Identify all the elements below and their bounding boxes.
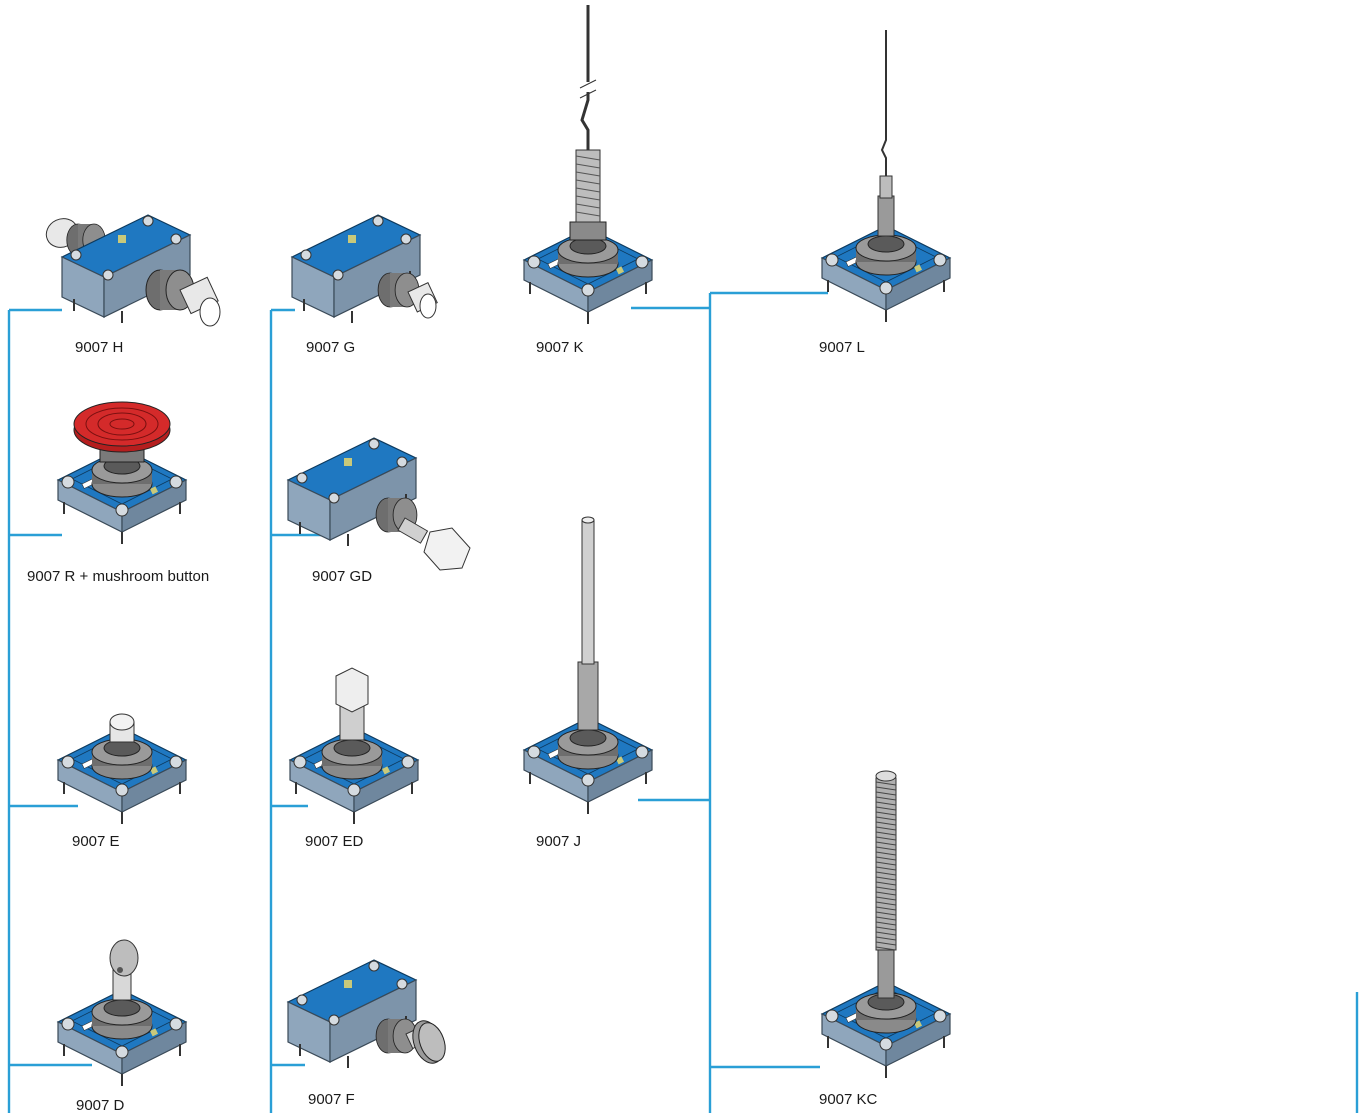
label-9007-g: 9007 G — [306, 339, 355, 356]
product-9007-e[interactable] — [58, 714, 186, 824]
product-9007-kc[interactable] — [822, 771, 950, 1078]
limit-switch-wobble-wire-icon — [822, 30, 950, 322]
product-9007-j[interactable] — [524, 517, 652, 814]
label-9007-e: 9007 E — [72, 833, 120, 850]
product-9007-g[interactable] — [292, 215, 437, 323]
limit-switch-coil-spring-icon — [822, 771, 950, 1078]
limit-switch-side-plunger-icon — [292, 215, 437, 323]
label-9007-gd: 9007 GD — [312, 568, 372, 585]
product-9007-r[interactable] — [58, 402, 186, 544]
limit-switch-side-roller-icon — [288, 960, 450, 1068]
product-9007-h[interactable] — [42, 214, 220, 326]
label-9007-h: 9007 H — [75, 339, 123, 356]
product-9007-ed[interactable] — [290, 668, 418, 824]
label-9007-kc: 9007 KC — [819, 1091, 877, 1108]
limit-switch-wobble-stick-icon — [524, 5, 652, 324]
label-9007-r: 9007 R + mushroom button — [27, 568, 209, 585]
connector-lines — [9, 293, 1357, 1113]
limit-switch-top-plunger-icon — [58, 714, 186, 824]
product-9007-k[interactable] — [524, 5, 652, 324]
label-9007-ed: 9007 ED — [305, 833, 363, 850]
product-9007-l[interactable] — [822, 30, 950, 322]
limit-switch-top-adjustable-icon — [290, 668, 418, 824]
limit-switch-rod-icon — [524, 517, 652, 814]
limit-switch-mushroom-icon — [58, 402, 186, 544]
product-9007-f[interactable] — [288, 960, 450, 1068]
label-9007-k: 9007 K — [536, 339, 584, 356]
product-9007-gd[interactable] — [288, 438, 470, 570]
label-9007-j: 9007 J — [536, 833, 581, 850]
label-9007-d: 9007 D — [76, 1097, 124, 1114]
limit-switch-side-adjustable-icon — [288, 438, 470, 570]
label-9007-l: 9007 L — [819, 339, 865, 356]
limit-switch-side-plunger-icon — [42, 214, 220, 326]
label-9007-f: 9007 F — [308, 1091, 355, 1108]
